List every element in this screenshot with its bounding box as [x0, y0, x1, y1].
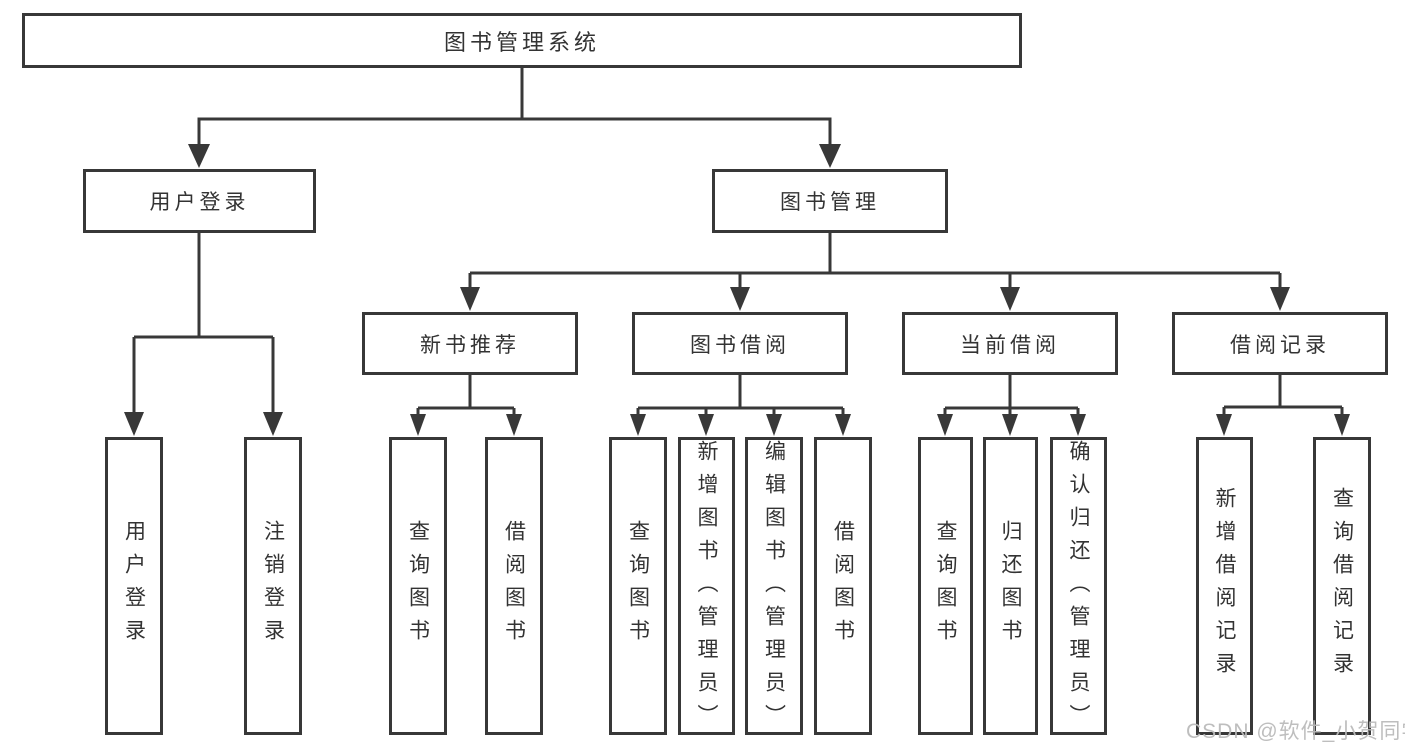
node-label: 图书管理 — [780, 191, 880, 214]
node-leaf-borrow-books: 借阅图书 — [814, 437, 872, 735]
node-leaf-add-books-admin: 新增图书（管理员） — [678, 437, 735, 737]
node-current-borrow: 当前借阅 — [902, 312, 1118, 375]
node-leaf-query-books: 查询图书 — [609, 437, 667, 735]
node-leaf-add-borrow-record: 新增借阅记录 — [1196, 437, 1253, 735]
csdn-watermark: CSDN @软件_小贺同学 — [1186, 720, 1405, 743]
node-leaf-query-books-current: 查询图书 — [918, 437, 973, 735]
node-label: 归还图书 — [999, 520, 1022, 652]
node-label: 编辑图书（管理员） — [762, 440, 786, 737]
node-label: 查询图书 — [626, 520, 650, 652]
node-leaf-borrow-books-recommend: 借阅图书 — [485, 437, 543, 735]
node-label: 新书推荐 — [420, 333, 520, 357]
node-label: 用户登录 — [122, 520, 146, 652]
node-leaf-query-books-recommend: 查询图书 — [389, 437, 447, 735]
node-user-login: 用户登录 — [83, 169, 316, 233]
node-book-management: 图书管理 — [712, 169, 948, 233]
node-label: 图书借阅 — [690, 333, 790, 357]
node-label: 确认归还（管理员） — [1067, 440, 1090, 737]
node-label: 新增借阅记录 — [1213, 487, 1236, 685]
node-label: 查询图书 — [406, 520, 430, 652]
node-leaf-confirm-return-admin: 确认归还（管理员） — [1050, 437, 1107, 737]
node-leaf-edit-books-admin: 编辑图书（管理员） — [745, 437, 803, 737]
node-label: 查询图书 — [934, 520, 957, 652]
node-book-borrow: 图书借阅 — [632, 312, 848, 375]
node-label: 借阅图书 — [502, 520, 526, 652]
node-label: 注销登录 — [261, 520, 285, 652]
node-borrow-records: 借阅记录 — [1172, 312, 1388, 375]
node-label: 查询借阅记录 — [1330, 487, 1354, 685]
node-leaf-user-login: 用户登录 — [105, 437, 163, 735]
node-label: 用户登录 — [149, 191, 250, 214]
node-new-book-recommend: 新书推荐 — [362, 312, 578, 375]
node-label: 新增图书（管理员） — [695, 440, 718, 737]
node-leaf-logout: 注销登录 — [244, 437, 302, 735]
node-leaf-return-books: 归还图书 — [983, 437, 1038, 735]
node-label: 借阅图书 — [831, 520, 855, 652]
node-label: 借阅记录 — [1230, 333, 1330, 357]
node-leaf-query-borrow-record: 查询借阅记录 — [1313, 437, 1371, 735]
node-label: 当前借阅 — [960, 333, 1060, 357]
node-library-management-system: 图书管理系统 — [22, 13, 1022, 68]
node-label: 图书管理系统 — [443, 29, 600, 55]
